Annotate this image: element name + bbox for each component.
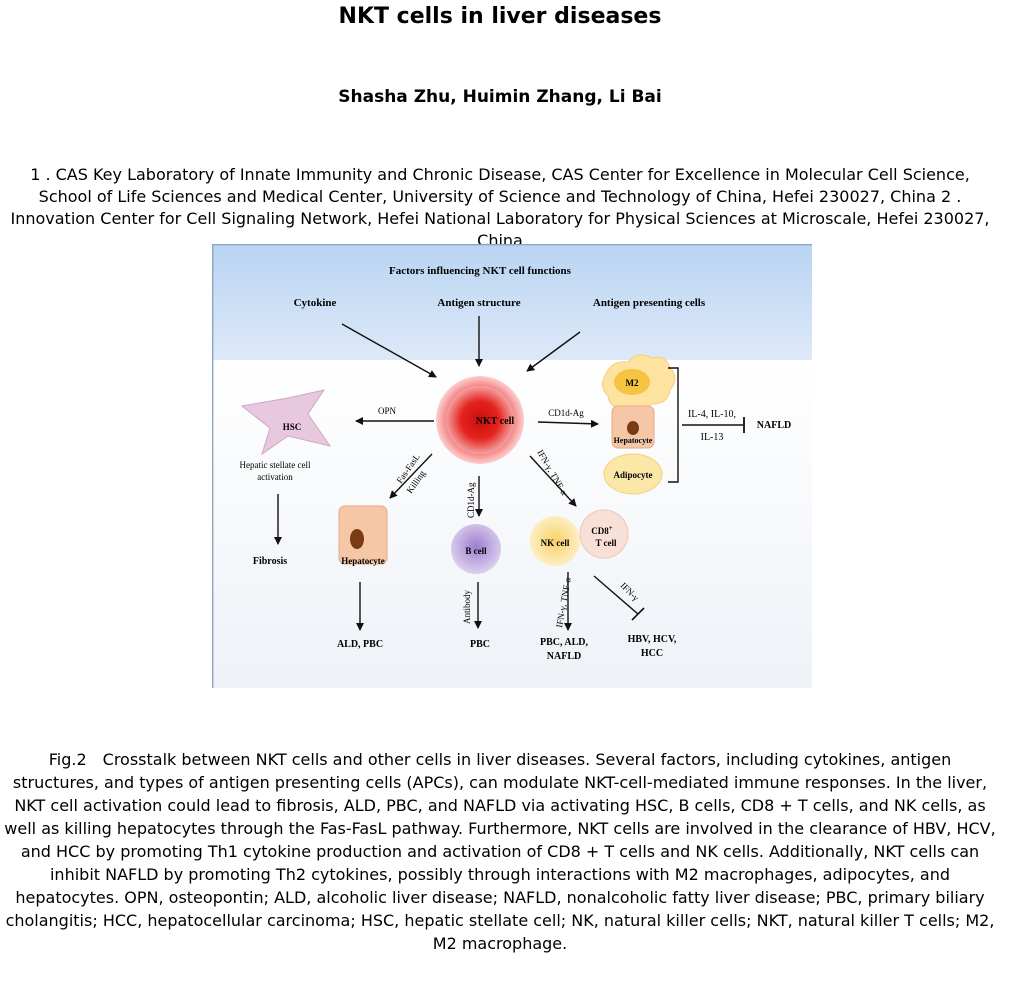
arrow-nkt-to-apcs — [537, 419, 599, 428]
il-cytokines-line-1: IL-4, IL-10, — [688, 409, 736, 420]
affiliation-text: 1 . CAS Key Laboratory of Innate Immunit… — [10, 165, 990, 244]
paper-title: NKT cells in liver diseases — [338, 4, 662, 29]
pbc-label: PBC — [470, 639, 490, 650]
arrow-apc-to-nkt — [526, 331, 581, 372]
nkt-cell-icon — [446, 386, 514, 454]
author-list: Shasha Zhu, Huimin Zhang, Li Bai — [338, 87, 662, 107]
nk-cell-icon — [530, 516, 580, 566]
hsc-activation-line-2: activation — [257, 472, 293, 482]
hepatocyte-right-label: Hepatocyte — [614, 436, 653, 445]
pbc-ald-nafld-line-2: NAFLD — [547, 651, 581, 662]
t-cell-label: T cell — [595, 538, 617, 548]
factor-antigen-structure: Antigen structure — [437, 297, 520, 309]
fibrosis-label: Fibrosis — [253, 556, 287, 567]
cd8-label: CD8+ — [591, 524, 613, 536]
figure-caption: Fig.2 Crosstalk between NKT cells and ot… — [4, 750, 996, 953]
adipocyte-label: Adipocyte — [614, 470, 653, 480]
arrow-nkt-to-hepatocyte — [389, 453, 433, 499]
ald-pbc-label: ALD, PBC — [337, 639, 383, 650]
factor-cytokine: Cytokine — [294, 297, 337, 309]
hsc-activation-line-1: Hepatic stellate cell — [240, 460, 311, 470]
b-cell-label: B cell — [465, 546, 487, 556]
antibody-label: Antibody — [462, 589, 472, 624]
nkt-cell-label: NKT cell — [476, 416, 515, 427]
inhibit-line-cd8-to-hbv — [593, 575, 639, 615]
hsc-label: HSC — [283, 422, 302, 432]
cd8-t-cell-icon — [579, 509, 629, 559]
b-cell-icon — [451, 524, 501, 574]
m2-macrophage-core — [614, 369, 650, 395]
factors-header: Factors influencing NKT cell functions — [389, 265, 572, 277]
hepatocyte-right-nucleus — [627, 421, 639, 435]
apc-bracket — [668, 367, 679, 483]
inhibit-bar-cd8-to-hbv — [631, 607, 645, 621]
m2-label: M2 — [626, 378, 639, 388]
factor-apc: Antigen presenting cells — [593, 297, 706, 309]
factor-panel-background — [212, 244, 812, 360]
nk-cell-label: NK cell — [541, 538, 570, 548]
arrow-cytokine-to-nkt — [341, 323, 437, 378]
hepatocyte-left-label: Hepatocyte — [341, 556, 384, 566]
diagram-canvas: Factors influencing NKT cell functions C… — [212, 244, 812, 688]
hsc-star-icon — [240, 389, 332, 456]
arrow-nkt-to-nk-cd8 — [529, 455, 577, 507]
pbc-ald-nafld-line-1: PBC, ALD, — [540, 637, 589, 648]
opn-label: OPN — [378, 406, 397, 416]
il-cytokines-line-2: IL-13 — [701, 432, 724, 443]
hepatocyte-left-nucleus — [350, 529, 364, 549]
hbv-hcv-hcc-line-1: HBV, HCV, — [628, 634, 677, 645]
hbv-hcv-hcc-line-2: HCC — [641, 648, 663, 659]
cd1d-ag-right-label: CD1d-Ag — [548, 408, 584, 418]
cd1d-ag-down-label: CD1d-Ag — [466, 482, 476, 518]
figure-2-diagram: Factors influencing NKT cell functions C… — [212, 244, 812, 688]
nafld-label: NAFLD — [757, 420, 791, 431]
adipocyte-icon — [603, 453, 663, 495]
